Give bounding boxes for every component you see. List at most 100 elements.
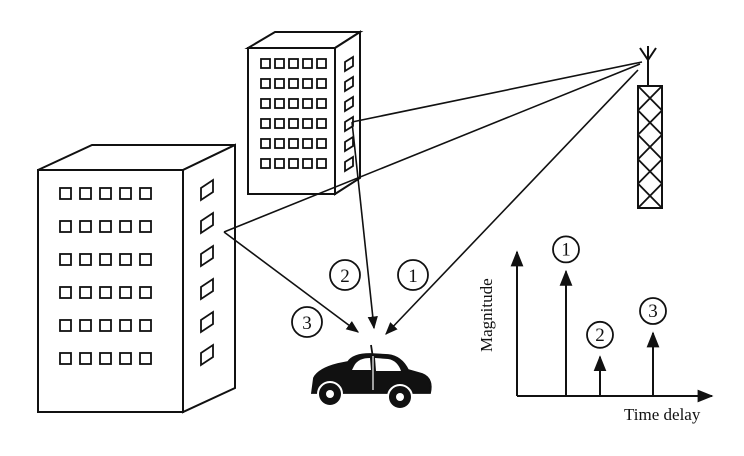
impulse-label-2: 2 <box>595 325 605 346</box>
window <box>316 138 327 149</box>
window <box>260 78 271 89</box>
left-building-side-windows <box>200 178 214 367</box>
side-window <box>344 55 354 73</box>
svg-text:3: 3 <box>302 313 312 334</box>
side-window <box>200 244 214 268</box>
window <box>288 78 299 89</box>
impulses: 1 2 3 <box>552 235 667 396</box>
impulse-label-1: 1 <box>561 239 571 260</box>
lattice-strut <box>637 158 663 185</box>
impulse-label-circle-1 <box>552 235 580 264</box>
window <box>288 138 299 149</box>
window <box>99 253 112 266</box>
window <box>260 98 271 109</box>
window <box>79 286 92 299</box>
left-building <box>37 143 236 414</box>
window <box>274 138 285 149</box>
window <box>139 352 152 365</box>
window <box>302 158 313 169</box>
window <box>119 319 132 332</box>
window <box>119 352 132 365</box>
side-window <box>344 75 354 93</box>
window <box>79 319 92 332</box>
window <box>139 286 152 299</box>
impulse-response-chart: Magnitude Time delay 1 2 3 <box>477 235 714 424</box>
window <box>99 187 112 200</box>
window <box>316 158 327 169</box>
tower-lattice <box>637 85 663 209</box>
window <box>119 286 132 299</box>
window <box>119 220 132 233</box>
window <box>274 58 285 69</box>
window <box>316 98 327 109</box>
ray-left-building-to-car <box>223 231 360 333</box>
side-window <box>200 310 214 334</box>
side-window <box>344 95 354 113</box>
middle-building <box>244 30 364 196</box>
x-axis-label: Time delay <box>624 405 701 424</box>
car-icon <box>310 344 432 410</box>
ray-tower-to-mid-building <box>351 61 643 123</box>
window <box>99 352 112 365</box>
window <box>79 220 92 233</box>
window <box>59 187 72 200</box>
ray-tower-to-left-building <box>223 63 641 233</box>
window <box>59 352 72 365</box>
side-window <box>200 211 214 235</box>
window <box>139 220 152 233</box>
window <box>79 187 92 200</box>
impulse-label-circle-3 <box>639 297 667 325</box>
y-axis-label: Magnitude <box>477 278 496 352</box>
window <box>59 220 72 233</box>
side-window <box>200 343 214 367</box>
window <box>99 220 112 233</box>
window <box>139 319 152 332</box>
window <box>288 58 299 69</box>
window <box>139 187 152 200</box>
svg-text:1: 1 <box>408 266 418 287</box>
window <box>59 286 72 299</box>
window <box>260 118 271 129</box>
window <box>99 286 112 299</box>
middle-building-side-windows <box>344 55 354 173</box>
window <box>260 158 271 169</box>
window <box>288 118 299 129</box>
lattice-strut <box>637 134 663 160</box>
window <box>302 98 313 109</box>
side-window <box>200 277 214 301</box>
window <box>288 158 299 169</box>
impulse-label-3: 3 <box>648 301 658 322</box>
impulse-label-circle-2 <box>586 320 614 349</box>
window <box>316 78 327 89</box>
window <box>260 138 271 149</box>
window <box>274 98 285 109</box>
ray-mid-building-to-car <box>351 121 378 330</box>
window <box>99 319 112 332</box>
window <box>288 98 299 109</box>
antenna-tower <box>637 46 663 209</box>
middle-building-windows <box>260 58 327 169</box>
side-window <box>344 155 354 173</box>
window <box>302 138 313 149</box>
side-window <box>200 178 214 202</box>
window <box>302 118 313 129</box>
window <box>119 187 132 200</box>
signal-rays <box>223 61 643 335</box>
window <box>260 58 271 69</box>
left-building-windows <box>59 187 152 365</box>
path-label-2: 2 <box>329 259 361 291</box>
path-label-3: 3 <box>291 306 323 338</box>
lattice-strut <box>637 182 663 209</box>
window <box>302 78 313 89</box>
window <box>139 253 152 266</box>
window <box>79 253 92 266</box>
path-label-1: 1 <box>397 259 429 291</box>
lattice-strut <box>637 109 663 136</box>
window <box>119 253 132 266</box>
side-window <box>344 135 354 153</box>
window <box>59 319 72 332</box>
ray-tower-direct-to-car <box>385 69 639 335</box>
window <box>302 58 313 69</box>
window <box>316 118 327 129</box>
